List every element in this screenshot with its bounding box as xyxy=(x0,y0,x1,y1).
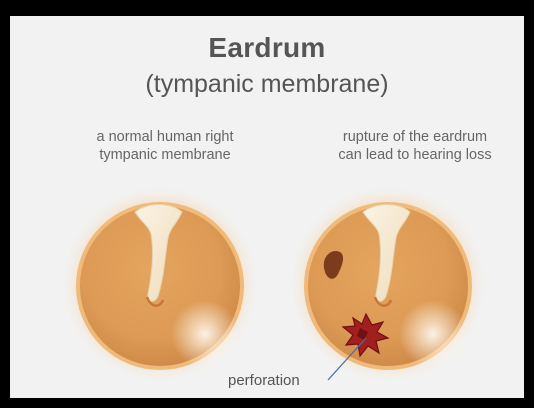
perforation-label: perforation xyxy=(228,372,300,389)
eardrum-illustration xyxy=(10,16,524,398)
ruptured-eardrum-light-reflex xyxy=(399,300,467,368)
normal-eardrum xyxy=(60,184,260,384)
normal-eardrum-light-reflex xyxy=(171,300,239,368)
diagram-panel: Eardrum (tympanic membrane) a normal hum… xyxy=(10,16,524,398)
ruptured-eardrum xyxy=(288,184,488,384)
